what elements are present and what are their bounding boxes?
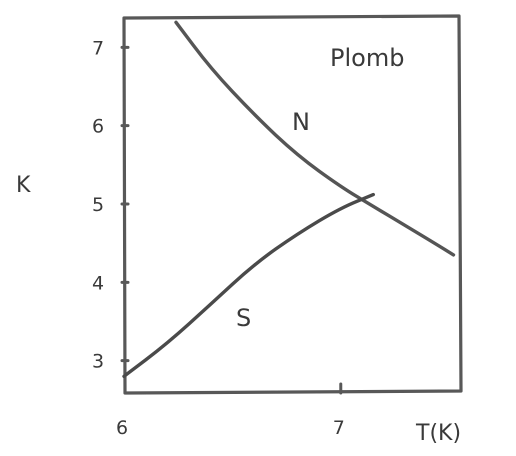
y-axis-title: K [16, 173, 31, 198]
y-tick-label-4: 4 [92, 272, 104, 294]
x-tick-label-7: 7 [333, 417, 345, 439]
chart-title: Plomb [330, 44, 404, 72]
ticks [120, 45, 343, 395]
y-tick-label-6: 6 [92, 116, 104, 138]
y-tick-label-7: 7 [92, 37, 104, 59]
plot-frame [122, 14, 463, 395]
series-label-s: S [236, 304, 251, 332]
series [122, 20, 456, 378]
y-tick-label-3: 3 [92, 351, 104, 373]
series-line-s [122, 192, 375, 378]
tick-labels: 3 4 5 6 7 6 7 [92, 37, 345, 439]
x-tick-label-6: 6 [116, 417, 128, 439]
y-tick-label-5: 5 [92, 194, 104, 216]
series-labels: NS [236, 108, 310, 332]
series-label-n: N [292, 108, 310, 136]
x-axis-title: T(K) [415, 421, 461, 446]
plot-frame-border [122, 14, 463, 395]
series-line-n [174, 20, 456, 257]
